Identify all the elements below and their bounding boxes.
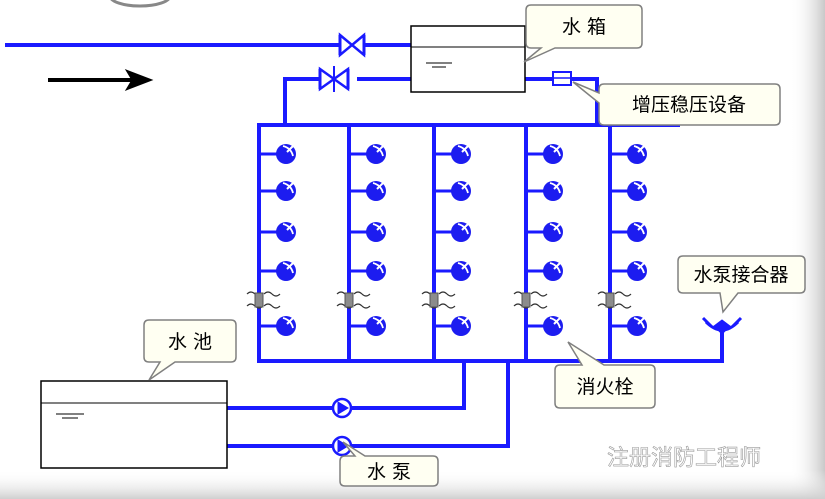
hydrant-icon: [526, 261, 563, 281]
hydrant-icon: [349, 181, 386, 201]
callout-adapter: 水泵接合器: [677, 255, 806, 314]
callout-tank: 水 箱: [523, 4, 643, 63]
gate-valve-icon: [338, 32, 366, 58]
hydrant-icon: [434, 144, 471, 164]
hydrant-icon: [434, 261, 471, 281]
hydrant-icon: [349, 144, 386, 164]
booster-device-icon: [552, 71, 572, 86]
hydrant-icon: [259, 144, 296, 164]
hydrant-icon: [349, 222, 386, 242]
callout-pool: 水 池: [143, 319, 237, 381]
hydrant-icon: [259, 222, 296, 242]
water-pool: [40, 380, 228, 469]
hydrant-icon: [259, 261, 296, 281]
pump-icon: [331, 435, 353, 457]
booster-label: 增压稳压设备: [632, 94, 746, 116]
hydrant-icon: [434, 316, 471, 336]
booster-pipe: [524, 77, 599, 125]
floor-valve-icon: [421, 291, 456, 309]
hydrant-label: 消火栓: [576, 376, 633, 398]
hydrant-icon: [434, 222, 471, 242]
pool-label: 水 池: [168, 331, 212, 353]
callout-booster: 增压稳压设备: [572, 81, 781, 126]
hydrant-group: [259, 144, 647, 336]
floor-valve-icon: [336, 291, 371, 309]
wechat-icon: [572, 444, 608, 472]
pump-icon: [331, 397, 353, 419]
hydrant-icon: [610, 222, 647, 242]
floor-valve-group: [246, 291, 632, 309]
pump-label: 水 泵: [367, 461, 411, 483]
check-valve-icon: [318, 66, 350, 92]
hydrant-icon: [349, 316, 386, 336]
top-ring-fragment: [110, 0, 170, 8]
arrow-head: [124, 69, 154, 91]
pump-adapter-label: 水泵接合器: [693, 264, 788, 286]
hydrant-icon: [526, 316, 563, 336]
pump-adapter-icon: [701, 316, 743, 335]
tank-label: 水 箱: [562, 16, 606, 38]
hydrant-icon: [610, 261, 647, 281]
floor-valve-icon: [246, 291, 281, 309]
callout-group: 水 箱 增压稳压设备 水泵接合器 水 池 消火栓 水 泵: [143, 4, 806, 487]
pump2-discharge: [351, 361, 510, 448]
tank-outlet-left: [283, 77, 323, 125]
watermark-text: 注册消防工程师: [607, 446, 761, 471]
floor-valve-icon: [513, 291, 548, 309]
callout-pump: 水 泵: [339, 441, 439, 487]
pump1-discharge: [351, 361, 466, 410]
floor-valve-icon: [597, 291, 632, 309]
hydrant-icon: [526, 181, 563, 201]
page-edge-shadow: [790, 0, 825, 499]
hydrant-icon: [349, 261, 386, 281]
watermark: 注册消防工程师: [572, 444, 761, 472]
hydrant-icon: [526, 222, 563, 242]
hydrant-icon: [259, 316, 296, 336]
hydrant-icon: [610, 181, 647, 201]
hydrant-icon: [610, 316, 647, 336]
hydrant-icon: [526, 144, 563, 164]
pump-group: [331, 397, 353, 457]
callout-hydrant: 消火栓: [554, 341, 656, 409]
hydrant-icon: [610, 144, 647, 164]
adapter-pipe: [610, 332, 724, 363]
hydrant-icon: [434, 181, 471, 201]
hydrant-icon: [259, 181, 296, 201]
flow-direction-arrow: [48, 69, 154, 91]
water-tank: [410, 25, 526, 93]
